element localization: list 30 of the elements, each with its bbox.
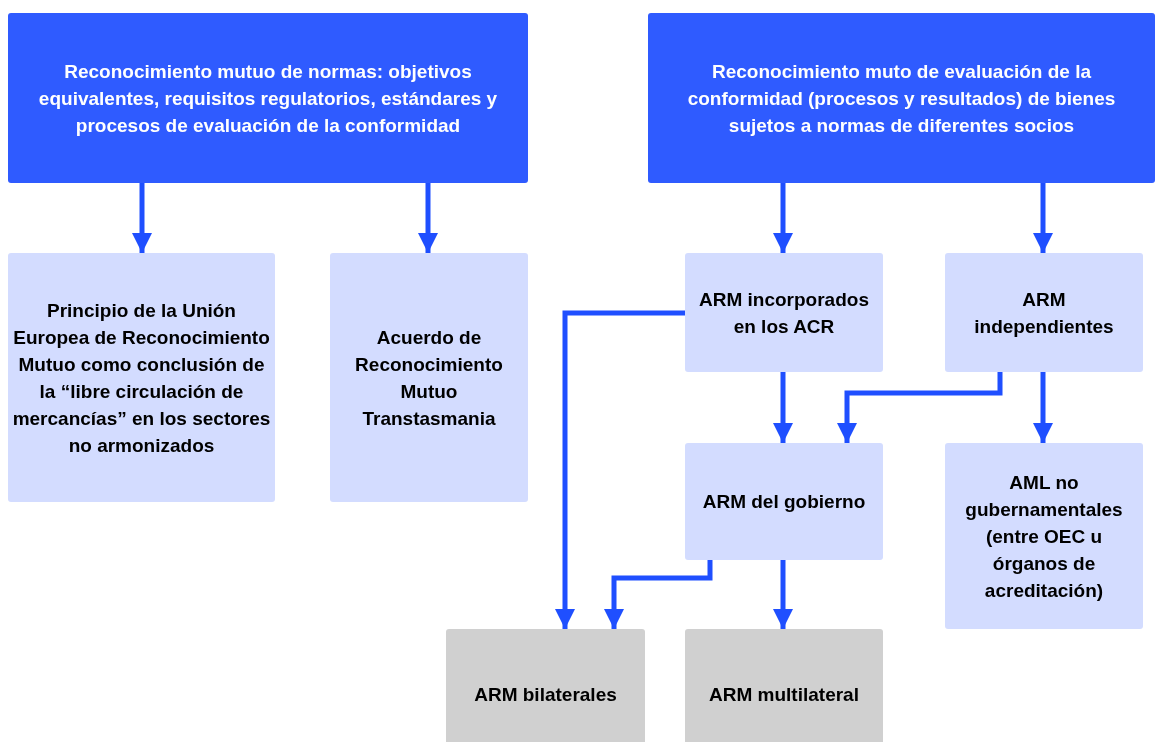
type-box <box>945 253 1143 372</box>
arrow <box>837 372 1003 443</box>
arrow <box>773 560 793 629</box>
box-label: ARM bilaterales <box>474 682 617 707</box>
result-box <box>446 629 645 742</box>
type-box <box>330 253 528 502</box>
box-label: ARM multilateral <box>709 682 859 707</box>
box-label: ARM del gobierno <box>702 490 866 514</box>
arrow <box>1033 372 1053 443</box>
box-label: ARM incorporados en los ACR <box>698 287 870 339</box>
box-label: AML no gubernamentales (entre OEC u órganos de acreditación) <box>964 470 1124 603</box>
box-label: Principio de la Unión Europea de Reconocimiento Mutuo como conclusión de la “libre circulación de mercancías” en los sectores no armonizados <box>12 298 271 458</box>
category-box <box>8 13 528 183</box>
box-label: ARM independientes <box>973 287 1115 339</box>
result-box <box>685 629 883 742</box>
type-box <box>945 443 1143 629</box>
box-label: Acuerdo de Reconocimiento Mutuo Transtasmania <box>354 325 504 431</box>
type-box <box>685 443 883 560</box>
type-box <box>8 253 275 502</box>
arrow <box>773 183 793 253</box>
arrow <box>418 183 438 253</box>
arrow <box>132 183 152 253</box>
arrow <box>1033 183 1053 253</box>
type-box <box>685 253 883 372</box>
arrow <box>604 560 713 629</box>
box-label: Reconocimiento mutuo de normas: objetivos equivalentes, requisitos regulatorios, estándares y procesos de evaluación de la conformidad <box>37 59 499 138</box>
arrow <box>555 310 685 629</box>
category-box <box>648 13 1155 183</box>
box-label: Reconocimiento muto de evaluación de la conformidad (procesos y resultados) de bienes sujetos a normas de diferentes socios <box>686 59 1117 138</box>
arrow <box>773 372 793 443</box>
